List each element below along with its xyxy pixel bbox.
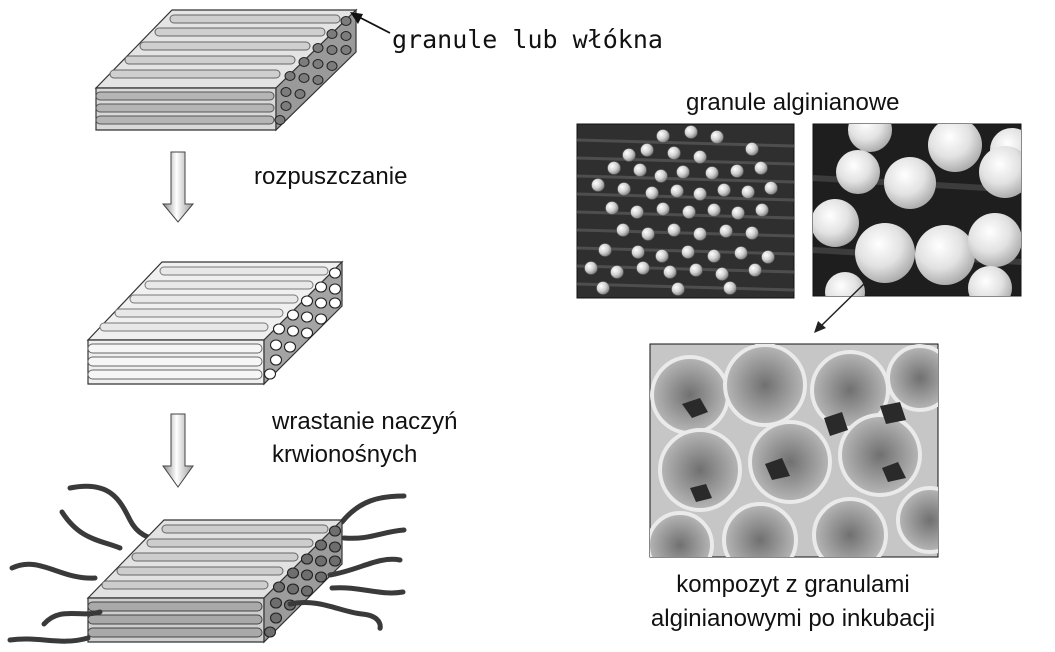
- label-composite-line2: alginianowymi po inkubacji: [650, 605, 936, 632]
- label-composite-line1: kompozyt z granulami: [676, 571, 910, 598]
- pointer-arrowhead: [350, 12, 363, 24]
- label-alginate-granules: granule alginianowe: [686, 89, 900, 116]
- photo-composite-after-incubation: [649, 343, 939, 558]
- label-dissolving: rozpuszczanie: [254, 163, 408, 190]
- scaffold-empty-pores: [263, 267, 342, 380]
- photo-pointer-arrow: [814, 281, 867, 333]
- blood-vessels-front: [7, 556, 406, 644]
- photo-small-beads: [584, 125, 778, 296]
- scaffold-vessel-pores: [263, 525, 342, 638]
- scaffold-top-fibers: [109, 14, 341, 79]
- photo-large-beads: [813, 124, 1021, 296]
- down-arrow-1: [161, 151, 195, 223]
- scaffold-top-channels: [101, 524, 329, 590]
- scaffold-vascularized: [7, 483, 407, 644]
- scaffold-with-fibers: [94, 8, 391, 132]
- scaffold-front-fibers: [95, 91, 275, 125]
- photo-alginate-granules-high-mag: [812, 123, 1022, 297]
- label-vascular-ingrowth-line2: krwionośnych: [272, 441, 418, 468]
- label-granules-or-fibers: granule lub włókna: [392, 25, 663, 54]
- down-arrow-2: [162, 413, 194, 488]
- photo-pore-openings: [682, 398, 906, 502]
- scaffold-front-channels: [87, 343, 263, 380]
- scaffold-after-dissolving: [86, 260, 344, 386]
- photo-pores: [650, 344, 938, 557]
- scaffold-top-channels: [99, 266, 329, 332]
- scaffold-front-channels: [87, 601, 263, 638]
- photo-alginate-granules-low-mag: [576, 123, 795, 299]
- label-vascular-ingrowth-line1: wrastanie naczyń: [272, 408, 458, 435]
- scaffold-side-granules: [274, 16, 352, 125]
